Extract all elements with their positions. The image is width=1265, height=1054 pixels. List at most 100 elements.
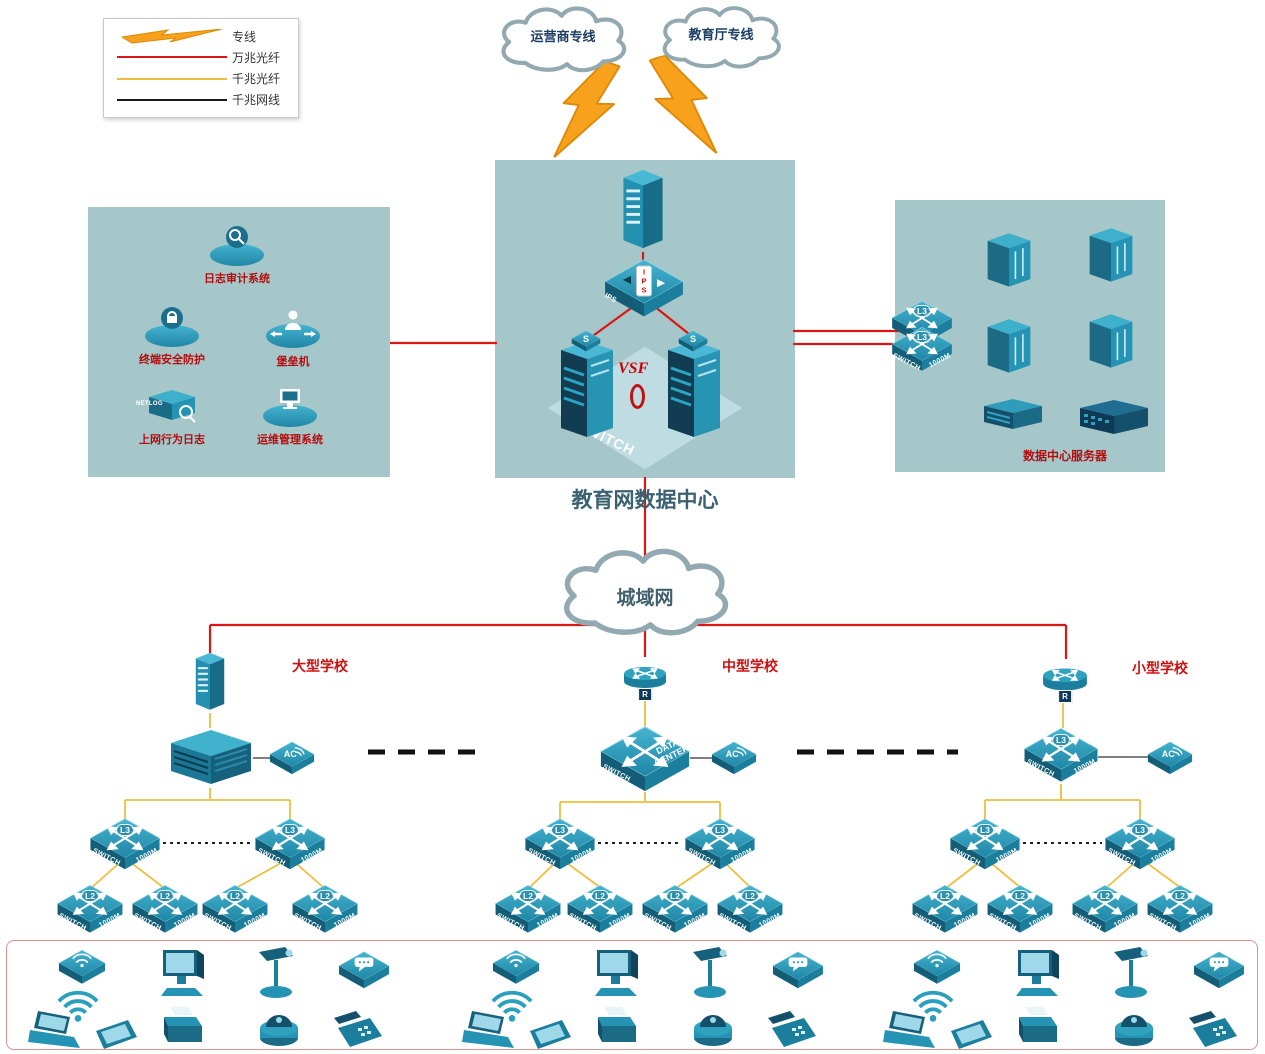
l2-switch: L2 SWITCH 1000M (986, 884, 1054, 934)
messaging-gateway (772, 950, 824, 990)
wlan-ap (492, 948, 540, 986)
printer-icon (1011, 1004, 1063, 1050)
wlan-ap (58, 948, 106, 986)
s-module-label: S (582, 333, 590, 344)
laptop-icon (460, 1010, 516, 1052)
dome-camera-icon (256, 1006, 302, 1052)
vsf-label: VSF (618, 360, 649, 377)
ac-badge: AC (725, 749, 739, 760)
monitor-icon (591, 946, 643, 1000)
datacenter-title: 教育网数据中心 (571, 488, 719, 512)
ips-pill: IPS (636, 265, 652, 297)
printer (590, 1004, 642, 1050)
ac-controller-icon (1147, 740, 1193, 776)
desk-phone (766, 1008, 820, 1052)
server-icon (983, 230, 1035, 292)
small-school-router: R (1040, 657, 1090, 703)
medium-school-router: R (621, 655, 669, 701)
wlan-ap-icon (913, 948, 961, 986)
l2-badge: L2 (1171, 890, 1189, 902)
operator-cloud-label: 运营商专线 (530, 29, 596, 44)
datacenter-server (1085, 311, 1137, 373)
printer (1011, 1004, 1063, 1050)
large-school-gateway (188, 650, 232, 714)
l2-badge: L2 (1096, 890, 1114, 902)
laptop (460, 1010, 516, 1052)
dome-camera (1111, 1006, 1157, 1052)
netlog-label: NETLOG (136, 401, 163, 407)
ips-pill-label: IPS (639, 267, 649, 295)
security-item-label: 上网行为日志 (139, 434, 205, 446)
router-badge: R (1058, 690, 1072, 703)
firewall-icon (617, 166, 669, 254)
camera-icon (1106, 944, 1158, 1002)
server-tower-icon (556, 336, 618, 444)
l3-badge: L3 (1131, 823, 1149, 836)
l2-switch: L2 SWITCH 1000M (911, 884, 979, 934)
laptop (26, 1010, 82, 1052)
chat-icon (338, 950, 390, 990)
netlog-icon (149, 390, 196, 423)
ac-badge: AC (283, 749, 297, 760)
education-line-cloud: 教育厅专线 (643, 2, 799, 74)
desk-phone (332, 1008, 386, 1052)
lightning-icon (112, 28, 232, 44)
legend-label: 千兆光纤 (232, 72, 281, 87)
desk-phone-icon (1187, 1008, 1241, 1052)
phone-icon (524, 1018, 576, 1052)
10g-fiber-line-icon (112, 56, 232, 59)
phone-icon (90, 1018, 142, 1052)
school-label-large: 大型学校 (292, 660, 348, 675)
vsf-fabric-icon (546, 344, 744, 472)
l3-badge: L3 (1052, 733, 1070, 746)
legend-label: 千兆网线 (232, 93, 281, 108)
wlan-ap-icon (58, 948, 106, 986)
wireless-controller: AC (1147, 740, 1193, 776)
security-item-label: 终端安全防护 (139, 354, 205, 366)
printer (156, 1004, 208, 1050)
ops-management-icon (263, 389, 317, 427)
wlan-ap-icon (492, 948, 540, 986)
l2-badge: L2 (156, 890, 174, 902)
l2-switch: L2 SWITCH 1000M (494, 884, 562, 934)
l2-badge: L2 (936, 890, 954, 902)
laptop-icon (881, 1010, 937, 1052)
l3-badge: L3 (116, 823, 134, 836)
storage-icon (980, 396, 1046, 434)
l3-switch: L3 SWITCH 1000M (1104, 817, 1176, 871)
l2-switch: L2 SWITCH 1000M (56, 884, 124, 934)
l2-badge: L2 (226, 890, 244, 902)
chat-icon (1193, 950, 1245, 990)
desk-phone-icon (332, 1008, 386, 1052)
netlog-system: NETLOG 上网行为日志 (126, 385, 218, 447)
school-label-medium: 中型学校 (722, 660, 778, 675)
core-server-left: S (556, 336, 618, 444)
ac-controller-icon (269, 740, 315, 776)
legend-row: 专线 (112, 26, 290, 46)
chat-icon (772, 950, 824, 990)
bastion-host-icon (266, 310, 320, 348)
core-server-right: S (663, 336, 725, 444)
dome-camera-icon (690, 1006, 736, 1052)
desktop-pc (591, 946, 643, 1000)
l2-badge: L2 (519, 890, 537, 902)
ptz-camera (1106, 944, 1158, 1002)
l2-badge: L2 (666, 890, 684, 902)
desktop-pc (1012, 946, 1064, 1000)
l3-switch: L3 SWITCH 1000M (89, 817, 161, 871)
legend: 专线 万兆光纤 千兆光纤 千兆网线 (103, 18, 299, 118)
operator-line-cloud: 运营商专线 (487, 2, 639, 78)
mobile-phone (524, 1018, 576, 1052)
phone-icon (945, 1018, 997, 1052)
server-rack (1076, 398, 1152, 440)
l3-badge: L3 (913, 305, 931, 318)
camera-icon (251, 944, 303, 1002)
1g-fiber-line-icon (112, 77, 232, 80)
l2-switch: L2 SWITCH 1000M (1146, 884, 1214, 934)
server-zone-label: 数据中心服务器 (1022, 449, 1107, 463)
l3-switch: L3 SWITCH 1000M (524, 817, 596, 871)
desk-phone-icon (766, 1008, 820, 1052)
large-school-core-switch (167, 727, 255, 789)
